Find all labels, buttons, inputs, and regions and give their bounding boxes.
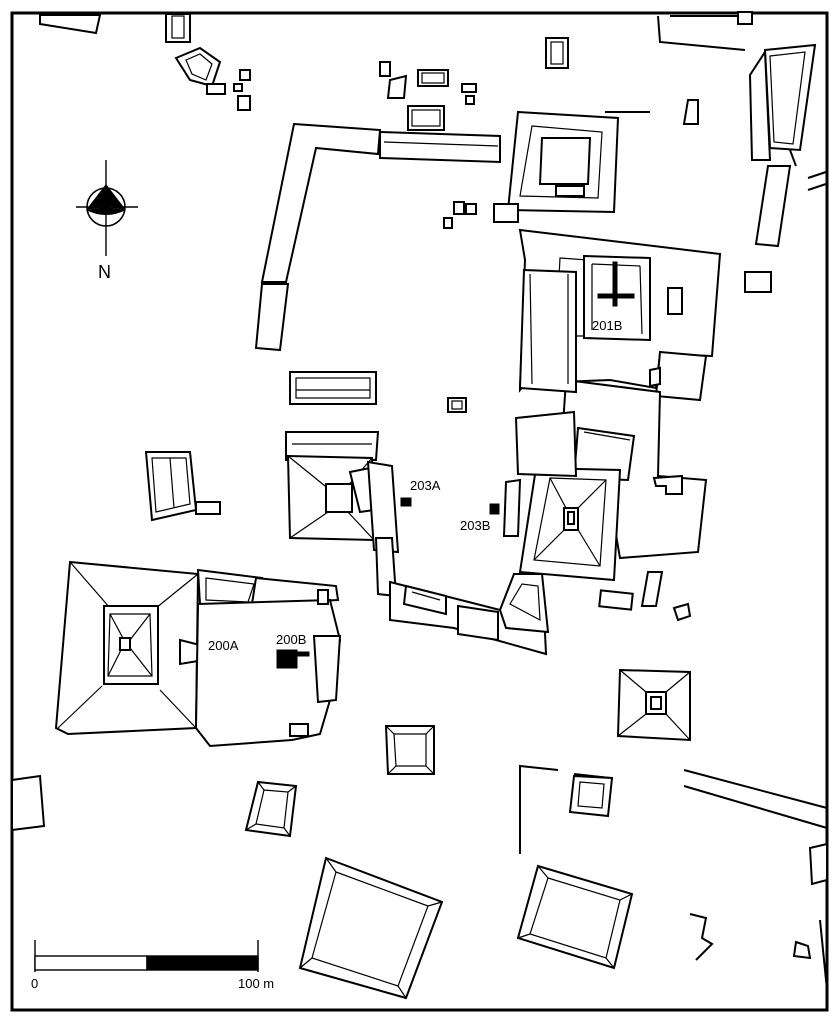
label-201B: 201B	[592, 318, 622, 333]
north-enclosure	[254, 122, 501, 352]
scale-start-label: 0	[31, 976, 38, 991]
north-courtyard-building	[443, 110, 620, 229]
label-203A: 203A	[410, 478, 441, 493]
north-arrow	[76, 160, 138, 256]
label-200A: 200A	[208, 638, 239, 653]
top-right-structures	[605, 11, 827, 293]
top-left-structures	[39, 13, 569, 131]
central-small-structures	[285, 371, 467, 461]
south-structures	[11, 725, 828, 1000]
map-frame	[10, 11, 829, 1012]
west-complex-200	[54, 451, 342, 748]
scale-bar	[34, 940, 259, 972]
north-label: N	[98, 262, 111, 282]
scale-end-label: 100 m	[238, 976, 274, 991]
label-203B: 203B	[460, 518, 490, 533]
east-small-structures	[598, 571, 692, 742]
label-200B: 200B	[276, 632, 306, 647]
south-wall-structures	[389, 573, 550, 656]
east-complex	[489, 228, 722, 582]
